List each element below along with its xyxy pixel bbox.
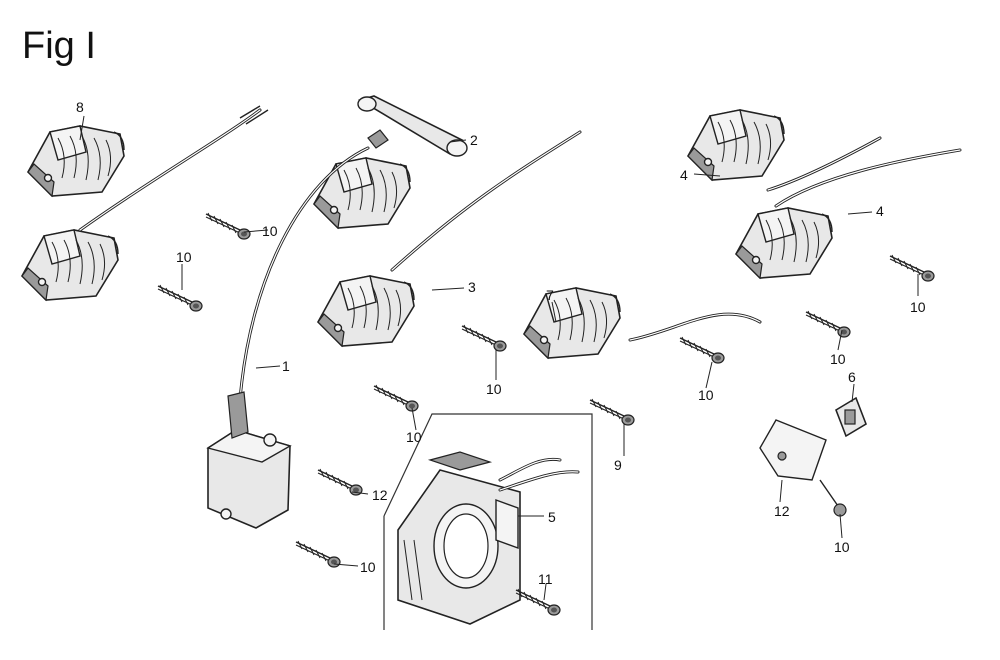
stator-lead-wires — [498, 457, 580, 492]
leader-lines — [79, 115, 919, 601]
coil-lead-wires-8 — [78, 105, 269, 232]
exciter-coil-upper-left — [27, 125, 125, 197]
pulser-coil-7 — [523, 287, 621, 359]
wire-grommet — [835, 396, 867, 438]
lighting-coil-lower-right — [735, 207, 833, 279]
callout-6: 6 — [848, 369, 856, 385]
figure-title: Fig I — [22, 25, 96, 67]
bolt-3-lower — [373, 384, 419, 412]
bolt-12-lower — [295, 540, 341, 568]
lighting-coil-upper-right — [687, 109, 785, 181]
callout-8: 8 — [76, 99, 84, 115]
callout-10-lower-right: 9 — [614, 457, 622, 473]
bolt-7-right — [679, 336, 725, 364]
bolt-8-upper — [205, 212, 251, 240]
wire-clamp-bracket — [759, 419, 827, 481]
bolt-9 — [515, 588, 561, 616]
callout-9: 5 — [548, 509, 556, 525]
bolt-12-upper — [317, 468, 363, 496]
callout-10-top-left: 10 — [262, 223, 278, 239]
callout-3: 3 — [468, 279, 476, 295]
callout-7: 7 — [546, 287, 554, 303]
charge-coil-lower-center — [317, 275, 415, 347]
callout-10-right: 10 — [830, 351, 846, 367]
callout-11: 10 — [834, 539, 850, 555]
bolt-4-lower — [805, 310, 851, 338]
coil-lead-wires-4 — [766, 136, 962, 208]
callout-10-coil-7: 10 — [698, 387, 714, 403]
callout-4-upper: 4 — [680, 167, 688, 183]
coil-lead-wires-3 — [390, 130, 582, 272]
ignition-coil-unit — [206, 391, 292, 529]
callout-10-left: 10 — [176, 249, 192, 265]
callout-4-lower: 4 — [876, 203, 884, 219]
exciter-coil-lower-left — [21, 229, 119, 301]
callout-10-lower-center: 10 — [406, 429, 422, 445]
callout-10-center: 10 — [486, 381, 502, 397]
ht-lead-wire — [238, 146, 370, 402]
assembly-group-frame — [383, 413, 593, 630]
bolt-4-right — [889, 254, 935, 282]
bolt-3-right — [461, 324, 507, 352]
bolt-8-lower — [157, 284, 203, 312]
callout-5: 12 — [774, 503, 790, 519]
callout-1: 1 — [282, 358, 290, 374]
bolt-7-lower — [589, 398, 635, 426]
screw-11 — [819, 479, 847, 517]
callout-10-far-right: 10 — [910, 299, 926, 315]
coil-lead-wire-7 — [628, 312, 762, 342]
callout-2: 2 — [470, 132, 478, 148]
callout-12-lower: 10 — [360, 559, 376, 575]
callout-12-upper: 12 — [372, 487, 388, 503]
charge-coil-upper-center — [313, 157, 411, 229]
stator-base-plate — [397, 451, 521, 625]
callout-10-stator: 11 — [538, 571, 553, 587]
spark-plug-cap — [357, 95, 468, 157]
